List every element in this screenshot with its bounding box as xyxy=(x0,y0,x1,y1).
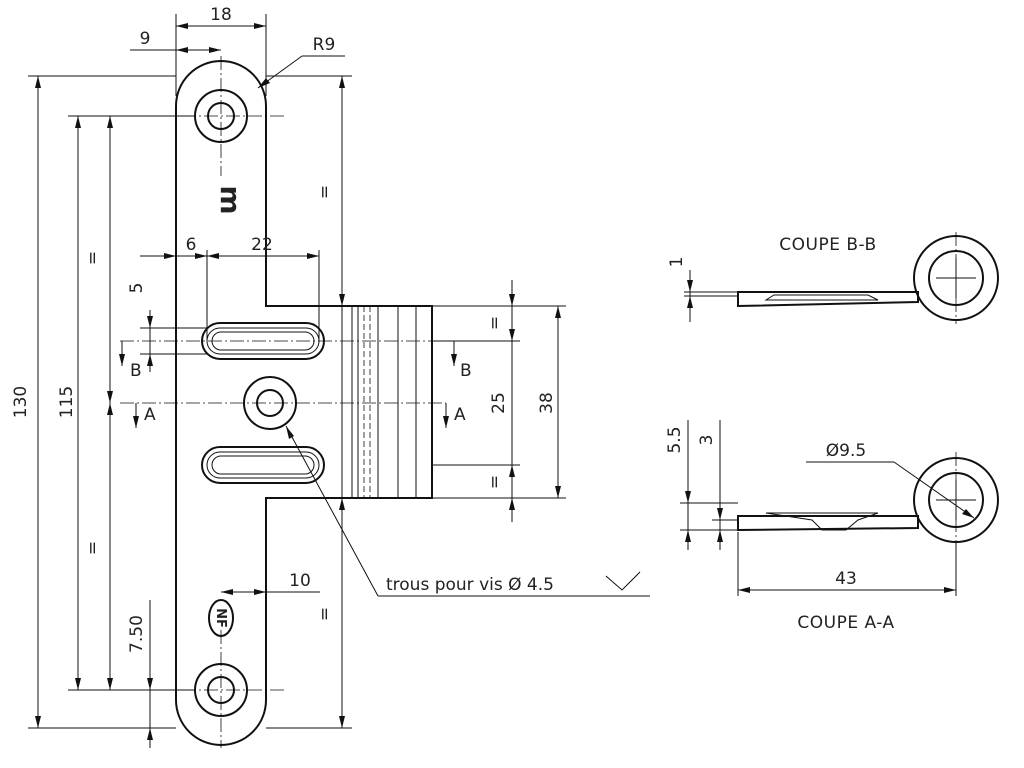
svg-text:1: 1 xyxy=(667,257,687,268)
dim-height-115: 115 xyxy=(57,115,196,691)
section-bb-plate xyxy=(737,291,919,308)
dim-slot-5: 5 xyxy=(127,283,207,372)
svg-text:3: 3 xyxy=(697,435,717,446)
svg-text:10: 10 xyxy=(289,571,311,591)
dim-len-750: 7.50 xyxy=(127,600,176,748)
section-bb: COUPE B-B 1 xyxy=(667,232,999,324)
svg-text:9: 9 xyxy=(140,29,151,49)
dim-height-130: 130 xyxy=(11,75,176,729)
svg-text:=: = xyxy=(83,541,103,555)
dim-equal-right: = = xyxy=(266,75,352,729)
svg-text:=: = xyxy=(485,316,505,330)
dim-radius-r9: R9 xyxy=(257,35,345,89)
dim-height-25: = 25 = xyxy=(432,280,520,522)
dim-height-38: 38 xyxy=(520,305,566,499)
section-mark-b-left: B xyxy=(119,341,142,381)
section-mark-a-right: A xyxy=(443,403,466,428)
slot-lower xyxy=(201,446,325,484)
svg-text:R9: R9 xyxy=(313,35,336,55)
dim-width-43: 43 xyxy=(737,532,957,596)
svg-text:22: 22 xyxy=(251,235,273,255)
dim-diameter-95: Ø9.5 xyxy=(806,441,975,519)
dim-6-22: 6 22 xyxy=(140,235,320,340)
screw-hole-note: trous pour vis Ø 4.5 xyxy=(285,425,650,597)
svg-text:5.5: 5.5 xyxy=(665,426,685,453)
svg-text:trous pour vis Ø 4.5: trous pour vis Ø 4.5 xyxy=(386,575,554,595)
svg-text:=: = xyxy=(83,251,103,265)
svg-text:38: 38 xyxy=(537,392,557,414)
svg-text:25: 25 xyxy=(489,392,509,414)
dim-half-9: 9 xyxy=(130,29,221,53)
section-bb-slot xyxy=(764,294,879,301)
svg-text:NF: NF xyxy=(213,608,228,628)
svg-text:43: 43 xyxy=(835,569,857,589)
svg-text:A: A xyxy=(454,405,466,425)
svg-text:18: 18 xyxy=(210,5,232,25)
section-aa: Ø9.5 5.5 3 43 COUPE A-A xyxy=(665,420,999,633)
front-view: m NF 18 9 R9 xyxy=(11,5,650,748)
svg-text:6: 6 xyxy=(186,235,197,255)
svg-text:Ø9.5: Ø9.5 xyxy=(826,441,866,461)
dim-thickness-1: 1 xyxy=(667,257,738,322)
dim-55-3: 5.5 3 xyxy=(665,420,738,550)
svg-text:=: = xyxy=(315,607,335,621)
section-bb-title: COUPE B-B xyxy=(779,235,876,255)
svg-text:=: = xyxy=(315,185,335,199)
dim-equal-left: = = xyxy=(83,116,113,690)
svg-text:B: B xyxy=(460,361,472,381)
nf-logo: NF xyxy=(208,599,234,637)
top-hole xyxy=(160,56,284,176)
section-mark-a-left: A xyxy=(133,403,156,428)
svg-text:5: 5 xyxy=(127,283,147,294)
section-mark-b-right: B xyxy=(451,341,472,381)
mark-m: m xyxy=(214,185,247,214)
svg-text:130: 130 xyxy=(11,386,31,418)
dim-len-10: 10 xyxy=(221,571,320,595)
svg-text:115: 115 xyxy=(57,386,77,418)
section-aa-countersink xyxy=(765,512,879,531)
slot-upper xyxy=(120,322,446,360)
svg-text:7.50: 7.50 xyxy=(127,615,147,653)
center-hole xyxy=(120,376,446,430)
knuckle-lines xyxy=(351,306,417,498)
section-aa-plate xyxy=(737,515,919,532)
svg-text:A: A xyxy=(144,405,156,425)
svg-text:B: B xyxy=(130,361,142,381)
countersink-symbol xyxy=(605,571,641,591)
section-aa-title: COUPE A-A xyxy=(797,613,894,633)
svg-text:=: = xyxy=(485,475,505,489)
